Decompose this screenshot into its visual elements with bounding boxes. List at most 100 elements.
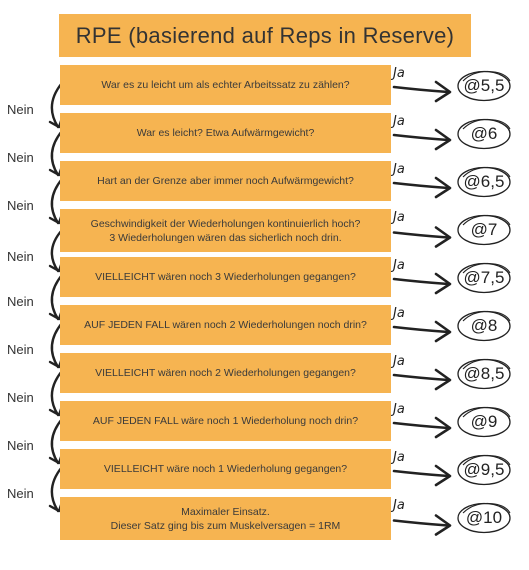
rpe-value-bubble: @10: [455, 501, 513, 535]
yes-arrow: [392, 181, 450, 190]
yes-arrowhead: [434, 368, 452, 391]
yes-arrow: [392, 325, 450, 334]
no-label: Nein: [7, 342, 34, 357]
yes-label: Ja: [393, 498, 405, 513]
rpe-value: @6: [470, 124, 498, 143]
no-arrow: [50, 177, 64, 225]
question-box: VIELLEICHT wären noch 2 Wiederholungen g…: [60, 353, 391, 393]
yes-arrow: [392, 373, 450, 382]
yes-arrowhead: [434, 416, 452, 439]
rpe-value: @7,5: [463, 268, 505, 287]
question-box: VIELLEICHT wären noch 3 Wiederholungen g…: [60, 257, 391, 297]
question-box: AUF JEDEN FALL wären noch 2 Wiederholung…: [60, 305, 391, 345]
yes-label: Ja: [393, 66, 405, 81]
yes-arrowhead: [434, 176, 452, 199]
rpe-value: @8,5: [463, 364, 505, 383]
no-label: Nein: [7, 198, 34, 213]
no-arrow: [50, 273, 64, 321]
rpe-value: @5,5: [463, 76, 505, 95]
question-text: Hart an der Grenze aber immer noch Aufwä…: [97, 175, 354, 187]
question-text: VIELLEICHT wären noch 3 Wiederholungen g…: [95, 271, 356, 283]
yes-arrow: [392, 519, 450, 527]
yes-label: Ja: [393, 114, 405, 129]
question-text: AUF JEDEN FALL wären noch 2 Wiederholung…: [84, 319, 367, 331]
yes-label: Ja: [393, 210, 405, 225]
hand-drawn-circle: [457, 358, 511, 390]
question-box: Maximaler Einsatz. Dieser Satz ging bis …: [60, 497, 391, 540]
yes-label: Ja: [393, 306, 405, 321]
rpe-value: @10: [465, 508, 503, 527]
no-label: Nein: [7, 294, 34, 309]
hand-drawn-circle: [457, 310, 511, 342]
no-label: Nein: [7, 102, 34, 117]
rpe-value-bubble: @5,5: [455, 69, 513, 103]
no-label: Nein: [7, 486, 34, 501]
rpe-value: @9: [470, 412, 498, 431]
yes-arrow: [392, 421, 450, 430]
rpe-value-bubble: @9,5: [455, 453, 513, 487]
title-box: RPE (basierend auf Reps in Reserve): [59, 14, 471, 57]
yes-label: Ja: [393, 354, 405, 369]
no-arrow: [50, 81, 64, 129]
rpe-value-bubble: @9: [455, 405, 513, 439]
yes-arrowhead: [434, 128, 452, 151]
question-text: AUF JEDEN FALL wäre noch 1 Wiederholung …: [92, 415, 359, 427]
no-arrow: [50, 369, 64, 417]
rpe-value-bubble: @8,5: [455, 357, 513, 391]
question-text: Maximaler Einsatz. Dieser Satz ging bis …: [110, 505, 341, 532]
hand-drawn-circle: [457, 502, 511, 534]
hand-drawn-circle: [457, 454, 511, 486]
question-text: VIELLEICHT wären noch 2 Wiederholungen g…: [95, 367, 356, 379]
no-arrow: [50, 417, 64, 465]
yes-label: Ja: [393, 162, 405, 177]
yes-label: Ja: [393, 258, 405, 273]
yes-arrowhead: [434, 464, 452, 487]
question-box: War es zu leicht um als echter Arbeitssa…: [60, 65, 391, 105]
no-label: Nein: [7, 438, 34, 453]
rpe-value-bubble: @7: [455, 213, 513, 247]
no-arrow: [50, 129, 64, 177]
diagram-title: RPE (basierend auf Reps in Reserve): [75, 23, 455, 48]
rpe-value-bubble: @6,5: [455, 165, 513, 199]
rpe-value-bubble: @8: [455, 309, 513, 343]
question-box: Geschwindigkeit der Wiederholungen konti…: [60, 209, 391, 252]
yes-label: Ja: [393, 402, 405, 417]
yes-arrow: [392, 277, 450, 286]
rpe-value: @8: [470, 316, 498, 335]
yes-arrow: [392, 85, 450, 94]
no-arrow: [50, 321, 64, 369]
question-box: War es leicht? Etwa Aufwärmgewicht?: [60, 113, 391, 153]
yes-label: Ja: [393, 450, 405, 465]
yes-arrow: [392, 231, 450, 239]
no-arrow: [50, 228, 64, 273]
yes-arrow: [392, 133, 450, 142]
question-box: AUF JEDEN FALL wäre noch 1 Wiederholung …: [60, 401, 391, 441]
question-text: War es leicht? Etwa Aufwärmgewicht?: [136, 127, 315, 139]
yes-arrowhead: [434, 272, 452, 295]
yes-arrowhead: [434, 514, 452, 536]
no-label: Nein: [7, 150, 34, 165]
yes-arrowhead: [434, 80, 452, 103]
hand-drawn-circle: [457, 262, 511, 294]
question-box: VIELLEICHT wäre noch 1 Wiederholung gega…: [60, 449, 391, 489]
hand-drawn-circle: [457, 70, 511, 102]
rpe-value: @9,5: [463, 460, 505, 479]
question-text: War es zu leicht um als echter Arbeitssa…: [101, 79, 350, 91]
no-label: Nein: [7, 390, 34, 405]
yes-arrowhead: [434, 226, 452, 248]
question-text: VIELLEICHT wäre noch 1 Wiederholung gega…: [103, 463, 348, 475]
yes-arrow: [392, 469, 450, 478]
hand-drawn-circle: [457, 166, 511, 198]
no-arrow: [50, 465, 64, 513]
rpe-value: @6,5: [463, 172, 505, 191]
question-text: Geschwindigkeit der Wiederholungen konti…: [90, 217, 361, 244]
question-box: Hart an der Grenze aber immer noch Aufwä…: [60, 161, 391, 201]
rpe-value: @7: [470, 220, 498, 239]
no-label: Nein: [7, 249, 34, 264]
rpe-value-bubble: @7,5: [455, 261, 513, 295]
yes-arrowhead: [434, 320, 452, 343]
hand-drawn-circle: [457, 406, 511, 438]
rpe-value-bubble: @6: [455, 117, 513, 151]
hand-drawn-circle: [457, 214, 511, 246]
